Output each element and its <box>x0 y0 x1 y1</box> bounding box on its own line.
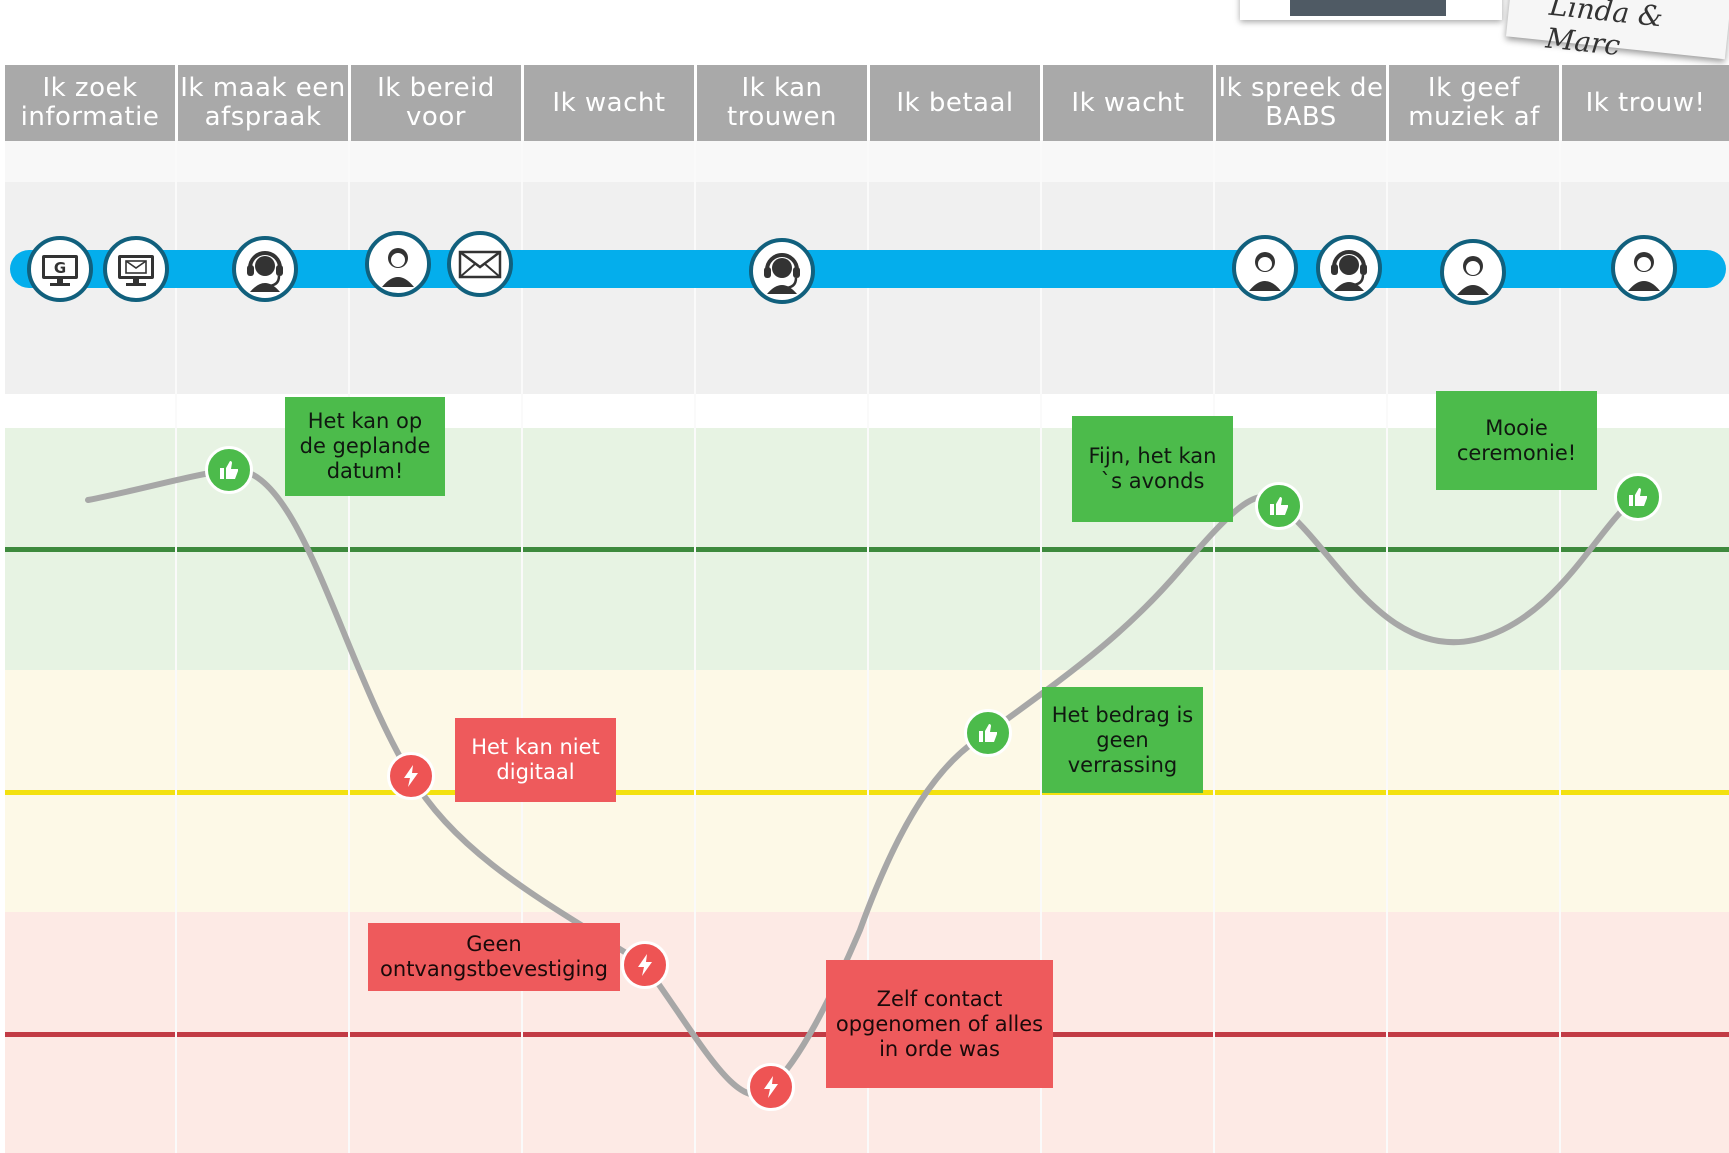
thumbs-up-icon <box>205 446 253 494</box>
stage-header: Ik spreek de BABS <box>1216 65 1386 141</box>
stage-header: Ik bereid voor <box>351 65 521 141</box>
stage-header-row: Ik zoek informatie Ik maak een afspraak … <box>0 65 1729 142</box>
web-google-icon: G <box>27 236 93 302</box>
stage-header: Ik geef muziek af <box>1389 65 1559 141</box>
touchpoint-note: Het bedrag is geen verrassing <box>1042 687 1203 793</box>
persona-photo-card <box>1240 0 1502 20</box>
stage-header: Ik trouw! <box>1562 65 1729 141</box>
stage-header: Ik betaal <box>870 65 1040 141</box>
touchpoint-note: Fijn, het kan `s avonds <box>1072 416 1233 522</box>
column-divider <box>1040 140 1042 1153</box>
touchpoint-note: Het kan op de geplande datum! <box>285 397 445 496</box>
column-divider <box>521 140 523 1153</box>
stage-header: Ik wacht <box>1043 65 1213 141</box>
phone-headset-icon <box>232 236 298 302</box>
column-divider <box>175 140 177 1153</box>
person-icon <box>1611 235 1677 301</box>
thumbs-up-icon <box>1614 473 1662 521</box>
person-icon <box>1440 239 1506 305</box>
person-icon <box>1232 235 1298 301</box>
thumbs-up-icon <box>964 709 1012 757</box>
stage-header: Ik kan trouwen <box>697 65 867 141</box>
column-divider <box>694 140 696 1153</box>
phone-headset-icon <box>749 238 815 304</box>
stage-header: Ik maak een afspraak <box>178 65 348 141</box>
column-divider <box>1559 140 1561 1153</box>
letter-icon <box>447 231 513 297</box>
touchpoint-note: Het kan niet digitaal <box>455 718 616 802</box>
lightning-icon <box>387 752 435 800</box>
svg-text:G: G <box>54 259 66 277</box>
column-divider <box>1386 140 1388 1153</box>
thumbs-up-icon <box>1255 482 1303 530</box>
lightning-icon <box>747 1063 795 1111</box>
touchpoint-note: Zelf contact opgenomen of alles in orde … <box>826 960 1053 1088</box>
web-mail-icon <box>103 236 169 302</box>
stage-header: Ik wacht <box>524 65 694 141</box>
touchpoint-note: Geen ontvangstbevestiging <box>368 923 620 991</box>
phone-headset-icon <box>1316 235 1382 301</box>
lightning-icon <box>621 941 669 989</box>
touchpoint-note: Mooie ceremonie! <box>1436 391 1597 490</box>
emotion-curve <box>85 466 1641 1098</box>
person-icon <box>365 231 431 297</box>
column-divider <box>1213 140 1215 1153</box>
stage-header: Ik zoek informatie <box>5 65 175 141</box>
persona-photo <box>1290 0 1446 16</box>
column-divider <box>867 140 869 1153</box>
